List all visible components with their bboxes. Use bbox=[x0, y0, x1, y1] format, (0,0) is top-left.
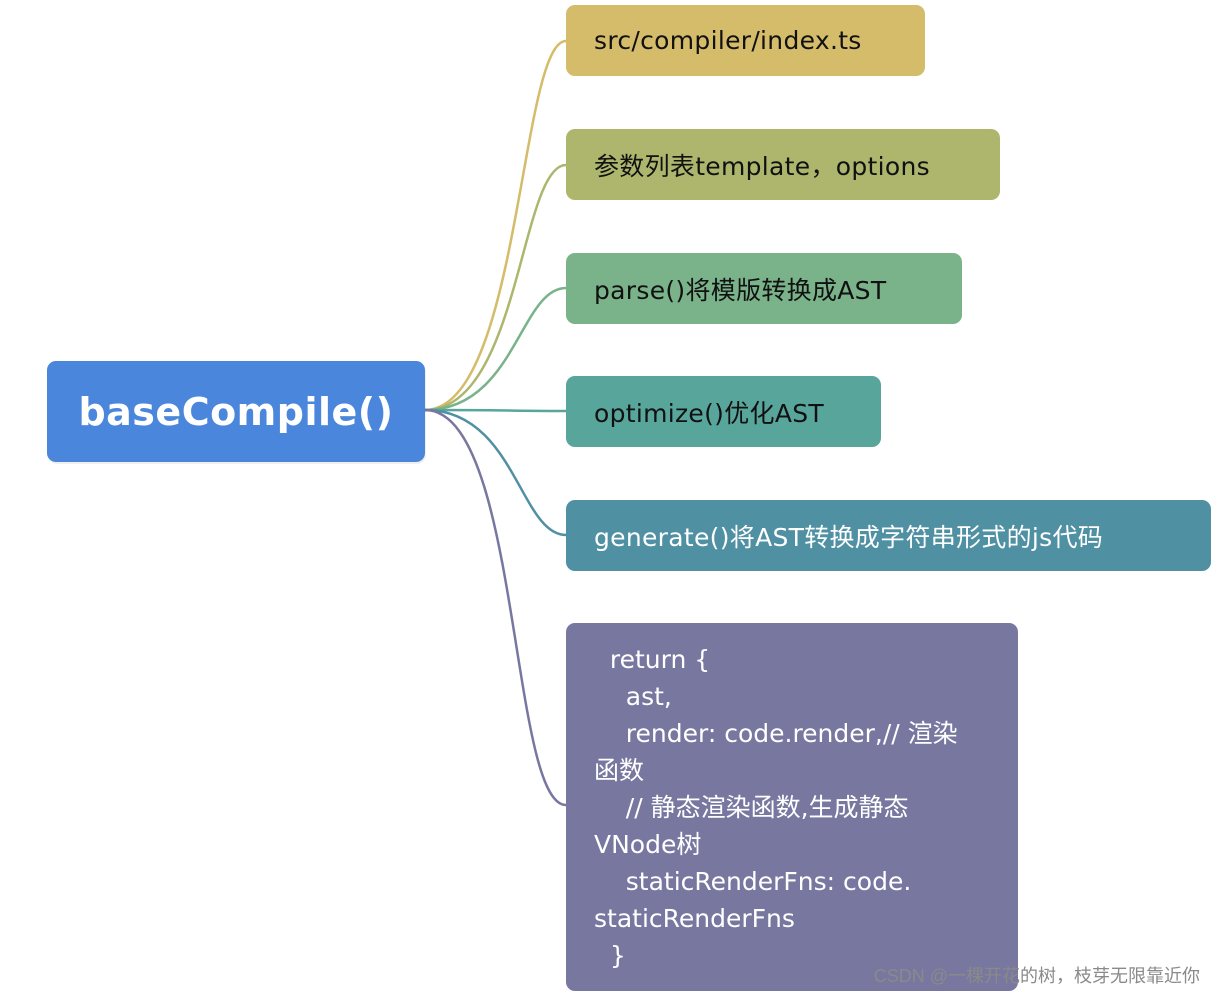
root-label: baseCompile() bbox=[78, 389, 394, 434]
branch-generate[interactable]: generate()将AST转换成字符串形式的js代码 bbox=[566, 500, 1211, 571]
code-line: staticRenderFns bbox=[594, 904, 795, 933]
connector-to-parse bbox=[424, 286, 567, 412]
connector-to-optimize bbox=[424, 408, 567, 413]
connector-to-return bbox=[424, 408, 567, 807]
code-line: // 静态渲染函数,生成静态 bbox=[594, 793, 909, 822]
code-line: staticRenderFns: code. bbox=[594, 867, 912, 896]
branch-label: 参数列表template，options bbox=[594, 151, 930, 181]
connector-to-src-path bbox=[424, 39, 567, 412]
branch-src-path[interactable]: src/compiler/index.ts bbox=[566, 5, 925, 76]
code-line: ast, bbox=[594, 682, 672, 711]
watermark-text: CSDN @一棵开花的树，枝芽无限靠近你 bbox=[873, 966, 1200, 986]
branch-label: generate()将AST转换成字符串形式的js代码 bbox=[594, 522, 1104, 552]
branch-optimize[interactable]: optimize()优化AST bbox=[566, 376, 881, 447]
branch-label: parse()将模版转换成AST bbox=[594, 275, 887, 305]
connector-to-params bbox=[424, 163, 567, 412]
branch-parse[interactable]: parse()将模版转换成AST bbox=[566, 253, 962, 324]
branch-return-block[interactable]: return { ast, render: code.render,// 渲染 … bbox=[566, 623, 1018, 991]
code-line: VNode树 bbox=[594, 830, 702, 859]
branch-label: src/compiler/index.ts bbox=[594, 26, 862, 55]
code-line: 函数 bbox=[594, 756, 645, 785]
root-node[interactable]: baseCompile() bbox=[47, 361, 425, 462]
code-line: render: code.render,// 渲染 bbox=[594, 719, 958, 748]
code-line: return { bbox=[594, 645, 711, 674]
code-line: } bbox=[594, 941, 626, 970]
connector-to-generate bbox=[424, 408, 567, 537]
branch-params[interactable]: 参数列表template，options bbox=[566, 129, 1000, 200]
branch-label: optimize()优化AST bbox=[594, 398, 824, 428]
